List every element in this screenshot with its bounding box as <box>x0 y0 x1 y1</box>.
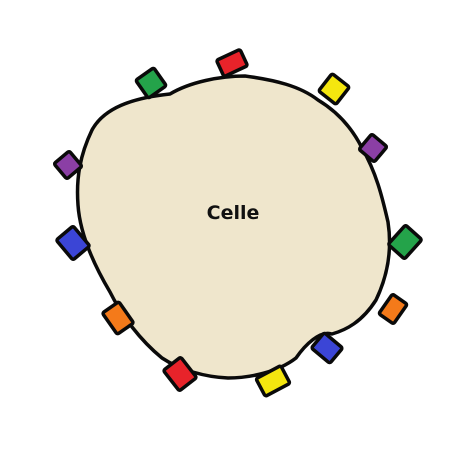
cell-label: Celle <box>207 202 260 224</box>
